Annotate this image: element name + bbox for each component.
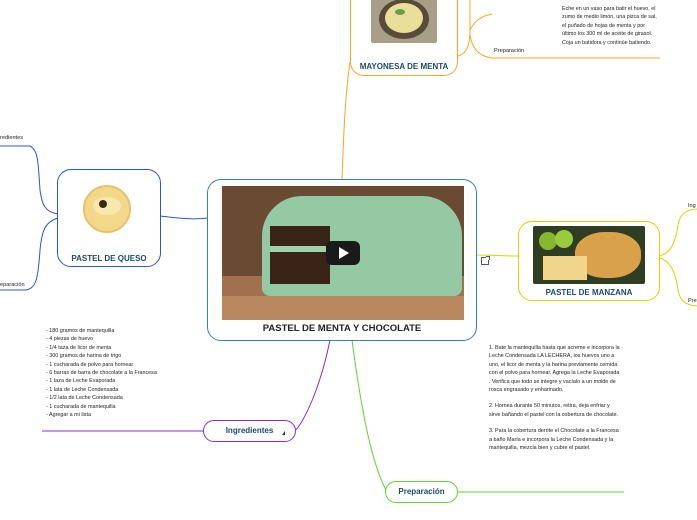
mayonesa-node[interactable]: MAYONESA DE MENTA <box>350 0 458 76</box>
list-item: - 1 cucharada de mantequilla <box>46 403 116 410</box>
list-item: - 180 gramos de mantequilla <box>46 328 115 334</box>
manzana-title: PASTEL DE MANZANA <box>545 288 633 297</box>
mayonesa-preparation-label[interactable]: Preparación <box>494 48 525 54</box>
ingredientes-list: - 180 gramos de mantequilla - 4 piezas d… <box>46 327 196 419</box>
list-item: - Agregar a mi lista <box>46 412 91 419</box>
mayonesa-preparation-text: Eche en un vaso para batir el huevo, el … <box>562 6 657 46</box>
queso-node[interactable]: PASTEL DE QUESO <box>57 169 161 267</box>
queso-preparacion-label[interactable]: eparación <box>0 282 25 288</box>
queso-ingredientes-label[interactable]: redientes <box>0 135 24 141</box>
manzana-ingredientes-label[interactable]: Ing <box>688 203 696 209</box>
preparacion-step: 2. Hornea durante 50 minutos, retira, de… <box>489 403 619 418</box>
manzana-image <box>533 226 645 284</box>
manzana-node[interactable]: PASTEL DE MANZANA <box>518 221 660 301</box>
central-node[interactable]: PASTEL DE MENTA Y CHOCOLATE <box>207 179 477 341</box>
list-item: - 1/4 taza de licor de menta <box>46 344 112 351</box>
list-item: - 1/2 lata de Leche Condensada <box>46 395 123 402</box>
external-link-icon[interactable] <box>481 256 490 265</box>
list-item: - 300 gramos de harina de trigo <box>46 353 122 360</box>
preparacion-step: 1. Bate la mantequilla hasta que acreme … <box>489 345 620 394</box>
central-title: PASTEL DE MENTA Y CHOCOLATE <box>262 323 422 334</box>
queso-title: PASTEL DE QUESO <box>71 254 147 263</box>
preparacion-node[interactable]: Preparación <box>385 481 458 503</box>
mayonesa-title: MAYONESA DE MENTA <box>359 62 449 71</box>
preparacion-step: 3. Para la cobertura derrite el Chocolat… <box>489 428 619 452</box>
manzana-preparacion-label[interactable]: Pre <box>688 298 697 304</box>
collapse-arrow-icon[interactable] <box>282 431 285 435</box>
preparacion-text: 1. Bate la mantequilla hasta que acreme … <box>489 344 621 452</box>
mayonesa-image <box>371 0 437 43</box>
list-item: - 1 taza de Leche Evaporada <box>46 378 116 385</box>
central-video[interactable] <box>222 186 464 320</box>
ingredientes-label: Ingredientes <box>225 426 274 435</box>
list-item: - 6 barras de barra de chocolate a la Fr… <box>46 370 157 377</box>
play-icon[interactable] <box>326 241 360 265</box>
list-item: - 4 piezas de huevo <box>46 336 94 343</box>
list-item: - 1 lata de Leche Condensada <box>46 386 119 393</box>
preparacion-label: Preparación <box>398 487 445 496</box>
queso-image <box>83 185 131 233</box>
list-item: - 1 cucharada de polvo para hornear <box>46 361 134 368</box>
ingredientes-node[interactable]: Ingredientes <box>203 420 296 442</box>
